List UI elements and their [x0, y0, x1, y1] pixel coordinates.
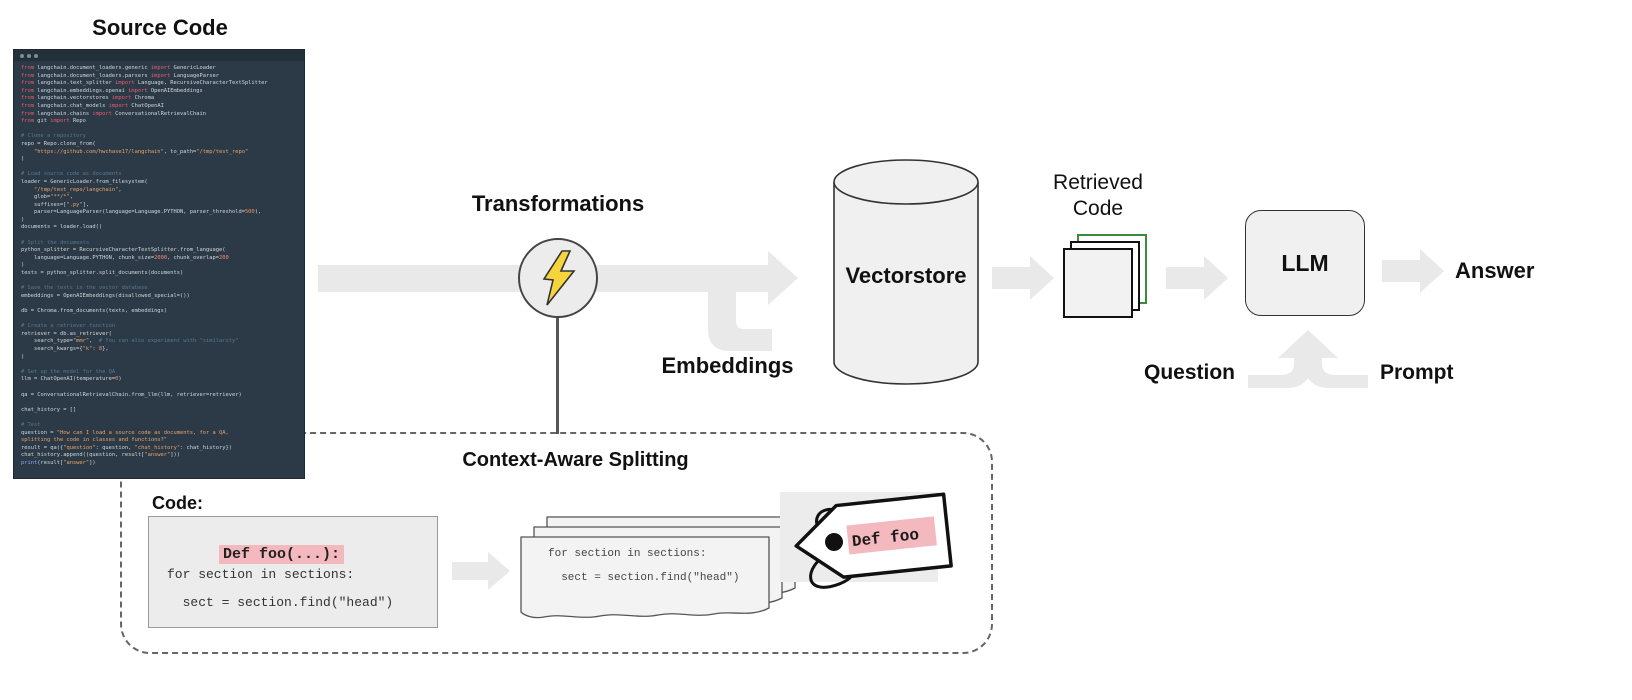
code-line: # Save the texts in the vector database — [21, 285, 148, 292]
code-line: retriever = db.as_retriever( — [21, 330, 112, 337]
llm-box: LLM — [1245, 210, 1365, 316]
code-line — [21, 126, 297, 134]
code-line — [21, 399, 297, 407]
code-line: chat_history = [] — [21, 406, 77, 413]
code-line: from langchain.embeddings.openai import … — [21, 87, 203, 94]
vectorstore-label: Vectorstore — [845, 263, 967, 288]
source-code-title: Source Code — [92, 15, 228, 40]
doc-sheet — [1063, 248, 1133, 318]
code-line: python_splitter = RecursiveCharacterText… — [21, 247, 226, 254]
lightning-icon — [542, 250, 576, 306]
code-line — [21, 300, 297, 308]
code-line: ) — [21, 156, 25, 163]
code-tag: Def foo — [794, 492, 953, 589]
code-line: from langchain.chat_models import ChatOp… — [21, 102, 164, 109]
code-line — [21, 316, 297, 324]
code-line — [21, 414, 297, 422]
embeddings-elbow-connector — [708, 291, 772, 351]
code-line: question = "How can I load a source code… — [21, 429, 229, 436]
code-line: print(result["answer"]) — [21, 459, 96, 466]
code-line: "https://github.com/hwchase17/langchain"… — [21, 148, 249, 155]
code-line: from langchain.document_loaders.generic … — [21, 65, 216, 71]
code-line: # Clone a repository — [21, 133, 86, 140]
code-editor-panel: from langchain.document_loaders.generic … — [14, 50, 304, 478]
window-dot-icon — [27, 53, 31, 58]
question-label: Question — [1143, 361, 1235, 384]
code-line — [21, 232, 297, 240]
source-snippet-box: Def foo(...): for section in sections: s… — [148, 516, 438, 628]
code-editor-lines: from langchain.document_loaders.generic … — [14, 61, 304, 471]
code-line — [21, 384, 297, 392]
code-line: embeddings = OpenAIEmbeddings(disallowed… — [21, 292, 190, 299]
answer-label: Answer — [1455, 258, 1535, 283]
code-line: suffixes=[".py"], — [21, 201, 90, 208]
code-line: texts = python_splitter.split_documents(… — [21, 270, 184, 277]
highlighted-def-text: Def foo(...): — [219, 545, 345, 564]
llm-label: LLM — [1281, 249, 1329, 276]
code-line: ) — [21, 216, 25, 223]
code-line: # Load source code as documents — [21, 171, 122, 178]
embeddings-label: Embeddings — [661, 353, 794, 378]
merge-arrow-into-llm — [1248, 330, 1368, 388]
code-line: splitting the code in classes and functi… — [21, 437, 168, 444]
snippet-line: for section in sections: — [167, 567, 355, 582]
code-line: # Create a retriever function — [21, 323, 116, 330]
code-line: # Test — [21, 421, 41, 428]
code-line — [21, 361, 297, 369]
code-line: glob="**/*", — [21, 194, 73, 201]
snippet-line: sect = section.find("head") — [167, 595, 394, 610]
code-line: from git import Repo — [21, 118, 86, 125]
retrieved-code-label: Retrieved Code — [1053, 171, 1143, 221]
tag-highlight — [846, 516, 937, 555]
code-line: search_type="mmr", # You can also experi… — [21, 338, 239, 345]
code-line: # Set up the model for the QA — [21, 368, 116, 375]
code-line: documents = loader.load() — [21, 224, 103, 231]
window-controls — [14, 50, 304, 61]
prompt-label: Prompt — [1380, 361, 1454, 384]
transformations-label: Transformations — [471, 191, 645, 216]
code-line: ) — [21, 262, 25, 269]
code-line: ) — [21, 353, 25, 360]
code-line — [21, 278, 297, 286]
code-line: language=Language.PYTHON, chunk_size=200… — [21, 254, 229, 261]
code-caption: Code: — [152, 493, 203, 513]
code-line: from langchain.vectorstores import Chrom… — [21, 95, 155, 102]
code-line: "/tmp/test_repo/langchain", — [21, 186, 122, 193]
code-line: repo = Repo.clone_from( — [21, 140, 96, 147]
window-dot-icon — [34, 53, 38, 58]
chunk-line: sect = section.find("head") — [548, 572, 740, 584]
code-line: from langchain.text_splitter import Lang… — [21, 80, 268, 87]
vectorstore-cylinder — [833, 159, 979, 385]
window-dot-icon — [20, 53, 24, 58]
transformation-circle — [518, 238, 598, 318]
snippet-def-line: Def foo(...): — [165, 529, 345, 580]
chunk-line: for section in sections: — [548, 548, 707, 560]
code-line: from langchain.document_loaders.parsers … — [21, 72, 219, 79]
connector-line-to-splitting-box — [556, 316, 559, 434]
code-line: search_kwargs={"k": 8}, — [21, 345, 109, 352]
code-line: # Split the documents — [21, 239, 90, 246]
code-line — [21, 164, 297, 172]
code-line: result = qa({"question": question, "chat… — [21, 444, 232, 451]
code-line: parser=LanguageParser(language=Language.… — [21, 209, 262, 216]
code-line: chat_history.append((question, result["a… — [21, 452, 181, 459]
code-line: loader = GenericLoader.from_filesystem( — [21, 178, 148, 185]
tag-hole-icon — [824, 532, 843, 551]
code-line: llm = ChatOpenAI(temperature=0) — [21, 376, 122, 383]
code-line: db = Chroma.from_documents(texts, embedd… — [21, 308, 168, 314]
code-line: qa = ConversationalRetrievalChain.from_l… — [21, 391, 242, 398]
chunk-page — [520, 536, 770, 619]
code-line: from langchain.chains import Conversatio… — [21, 110, 207, 117]
context-splitting-title: Context-Aware Splitting — [462, 449, 689, 471]
